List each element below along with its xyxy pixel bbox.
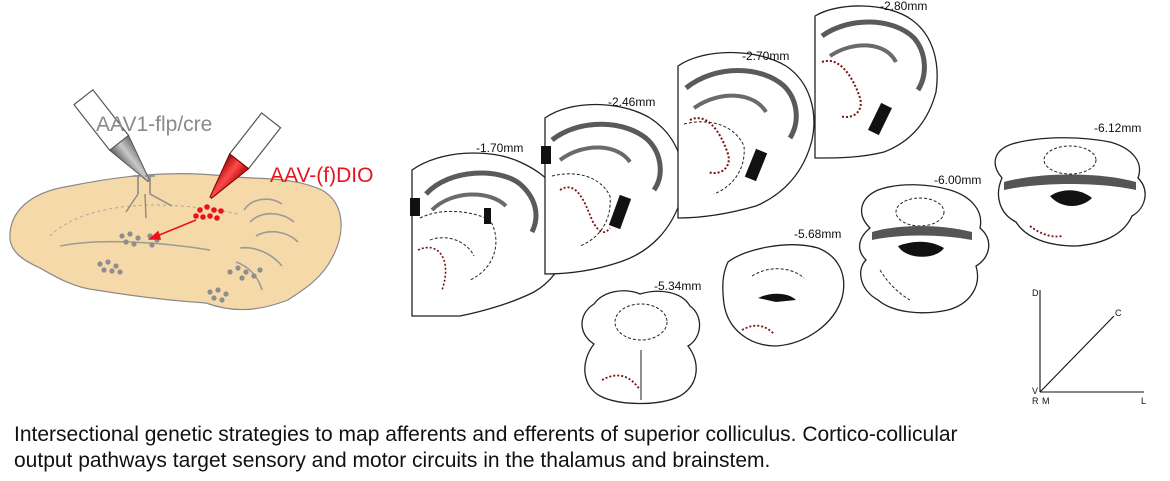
axis-label-r: R bbox=[1032, 396, 1039, 406]
orientation-axes bbox=[1039, 290, 1144, 393]
vector-label-right: AAV-(f)DIO bbox=[270, 164, 373, 187]
vector-label-left: AAV1-flp/cre bbox=[96, 113, 212, 136]
axis-label-d: D bbox=[1032, 288, 1039, 298]
section-1-70: -1.70mm bbox=[410, 141, 572, 317]
cerebellum-folds bbox=[235, 198, 299, 291]
section-label: -5.68mm bbox=[794, 227, 841, 241]
caption-line-2: output pathways target sensory and motor… bbox=[14, 449, 771, 472]
section-2-80: -2.80mm bbox=[814, 0, 938, 159]
section-6-12: -6.12mm bbox=[994, 121, 1146, 247]
pipette-right bbox=[209, 112, 282, 199]
pipette-left bbox=[73, 88, 151, 182]
brain-outline bbox=[9, 173, 342, 311]
section-outline bbox=[677, 51, 815, 219]
section-label: -6.00mm bbox=[934, 173, 981, 187]
section-label: -2.80mm bbox=[880, 0, 927, 13]
figure-caption: Intersectional genetic strategies to map… bbox=[14, 422, 1154, 474]
axis-label-m: M bbox=[1042, 396, 1050, 406]
cortical-neurons bbox=[133, 175, 155, 194]
axis-label-v: V bbox=[1032, 386, 1038, 396]
midbrain-boundary bbox=[59, 240, 211, 251]
section-outline bbox=[814, 5, 938, 159]
sc-cells-red bbox=[193, 204, 224, 221]
section-6-00: -6.00mm bbox=[859, 173, 990, 314]
section-label: -2.70mm bbox=[742, 49, 789, 63]
figure: AAV1-flp/cre AAV-(f)DIO -1.70mm -2.46mm … bbox=[9, 0, 1146, 406]
section-label: -1.70mm bbox=[476, 141, 523, 155]
axis-label-l: L bbox=[1141, 396, 1146, 406]
axis-label-c: C bbox=[1115, 308, 1122, 318]
section-2-46: -2.46mm bbox=[541, 95, 685, 275]
sagittal-brain: AAV1-flp/cre AAV-(f)DIO bbox=[9, 88, 373, 311]
section-label: -2.46mm bbox=[608, 95, 655, 109]
projection-arrows-gray bbox=[125, 193, 173, 219]
section-5-68: -5.68mm bbox=[722, 227, 845, 347]
caption-line-1: Intersectional genetic strategies to map… bbox=[14, 423, 958, 446]
section-outline bbox=[581, 290, 701, 405]
section-5-34: -5.34mm bbox=[581, 279, 701, 405]
section-2-70: -2.70mm bbox=[677, 49, 815, 219]
section-label: -6.12mm bbox=[1094, 121, 1141, 135]
projection-arrow-red bbox=[147, 219, 197, 240]
section-label: -5.34mm bbox=[654, 279, 701, 293]
